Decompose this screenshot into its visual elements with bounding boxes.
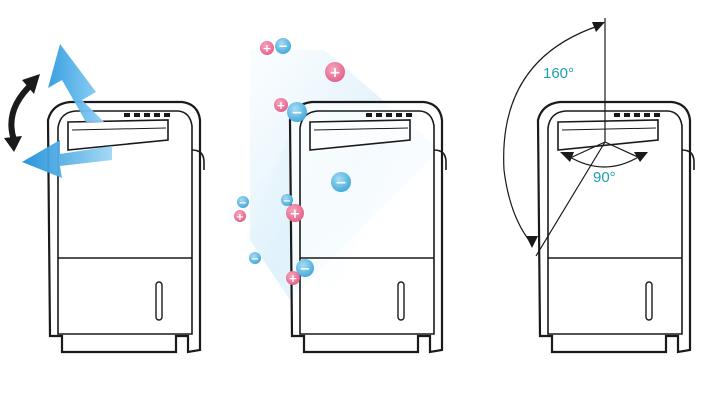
svg-text:−: − — [300, 262, 311, 277]
svg-text:−: − — [278, 39, 288, 53]
rotate-arrow-icon — [8, 81, 35, 143]
minus-ion: − — [249, 252, 261, 265]
minus-ion: − — [237, 196, 249, 209]
minus-ion: − — [296, 259, 314, 277]
plus-ion: + — [286, 204, 304, 222]
svg-text:+: + — [290, 207, 301, 222]
panel-swing — [4, 44, 205, 354]
angle-arc-icon — [503, 18, 648, 257]
svg-text:−: − — [335, 175, 347, 191]
svg-text:+: + — [262, 42, 271, 55]
airflow-arrow-icon — [22, 140, 112, 178]
svg-text:+: + — [236, 212, 244, 223]
air-cooler-unit — [288, 100, 447, 354]
plus-ion: + — [234, 210, 246, 223]
svg-text:+: + — [276, 99, 285, 112]
plus-ion: + — [286, 271, 300, 285]
minus-ion: − — [331, 172, 351, 192]
air-cooler-unit — [46, 100, 205, 354]
ion-particles: + − + + − − − + − + − − + — [234, 38, 351, 285]
airflow-arrow-icon — [48, 44, 104, 122]
horizontal-angle-label: 90° — [593, 169, 616, 186]
svg-text:+: + — [329, 65, 341, 81]
control-panel — [124, 113, 170, 117]
svg-text:−: − — [251, 254, 259, 265]
svg-text:−: − — [239, 198, 247, 209]
minus-ion: − — [281, 194, 293, 207]
plus-ion: + — [274, 98, 288, 112]
plus-ion: + — [260, 41, 274, 55]
minus-ion: − — [275, 38, 291, 54]
panel-angles: 160° 90° — [503, 18, 695, 354]
air-cooler-unit — [536, 100, 695, 354]
svg-text:+: + — [288, 272, 297, 285]
minus-ion: − — [287, 102, 307, 122]
svg-text:−: − — [283, 196, 291, 207]
vertical-angle-label: 160° — [543, 65, 574, 82]
svg-text:−: − — [291, 105, 303, 121]
panel-ions: + − + + − − − + − + − − + — [234, 38, 447, 354]
plus-ion: + — [325, 62, 345, 82]
